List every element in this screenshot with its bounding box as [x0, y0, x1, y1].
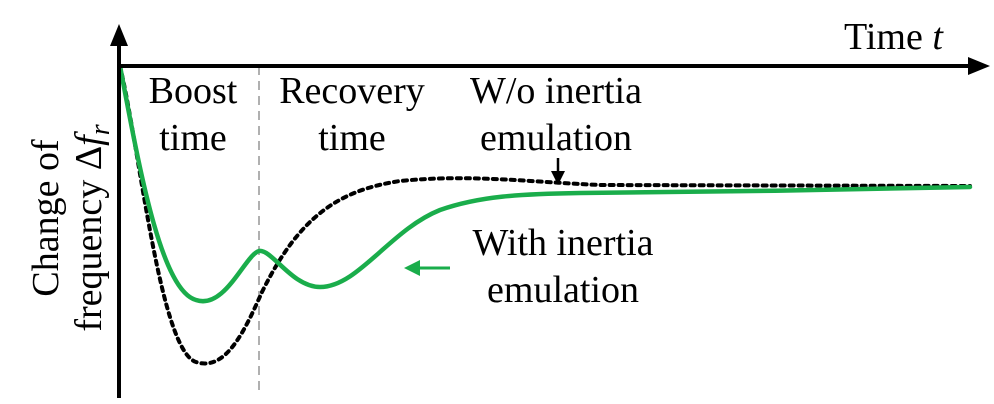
- without-inertia-label-line1: W/o inertia: [470, 70, 642, 112]
- boost-time-label-line1: Boost: [149, 70, 238, 112]
- x-axis-label: Time t: [844, 16, 944, 58]
- without-inertia-curve: [118, 64, 972, 366]
- arrow-down-icon: [551, 158, 565, 185]
- without-inertia-label-line2: emulation: [480, 117, 632, 159]
- with-inertia-curve: [117, 63, 973, 304]
- with-inertia-label-line2: emulation: [487, 269, 639, 311]
- recovery-time-label-line2: time: [318, 117, 386, 159]
- with-inertia-label-line1: With inertia: [472, 222, 653, 264]
- boost-time-label-line2: time: [159, 117, 227, 159]
- y-axis-label-line2: frequency Δfr: [68, 124, 116, 331]
- y-axis-arrow-icon: [110, 24, 128, 46]
- recovery-time-label-line1: Recovery: [279, 70, 425, 112]
- arrow-left-icon: [404, 260, 450, 276]
- y-axis-label-line1: Change of: [25, 139, 67, 297]
- x-axis-arrow-icon: [968, 57, 990, 75]
